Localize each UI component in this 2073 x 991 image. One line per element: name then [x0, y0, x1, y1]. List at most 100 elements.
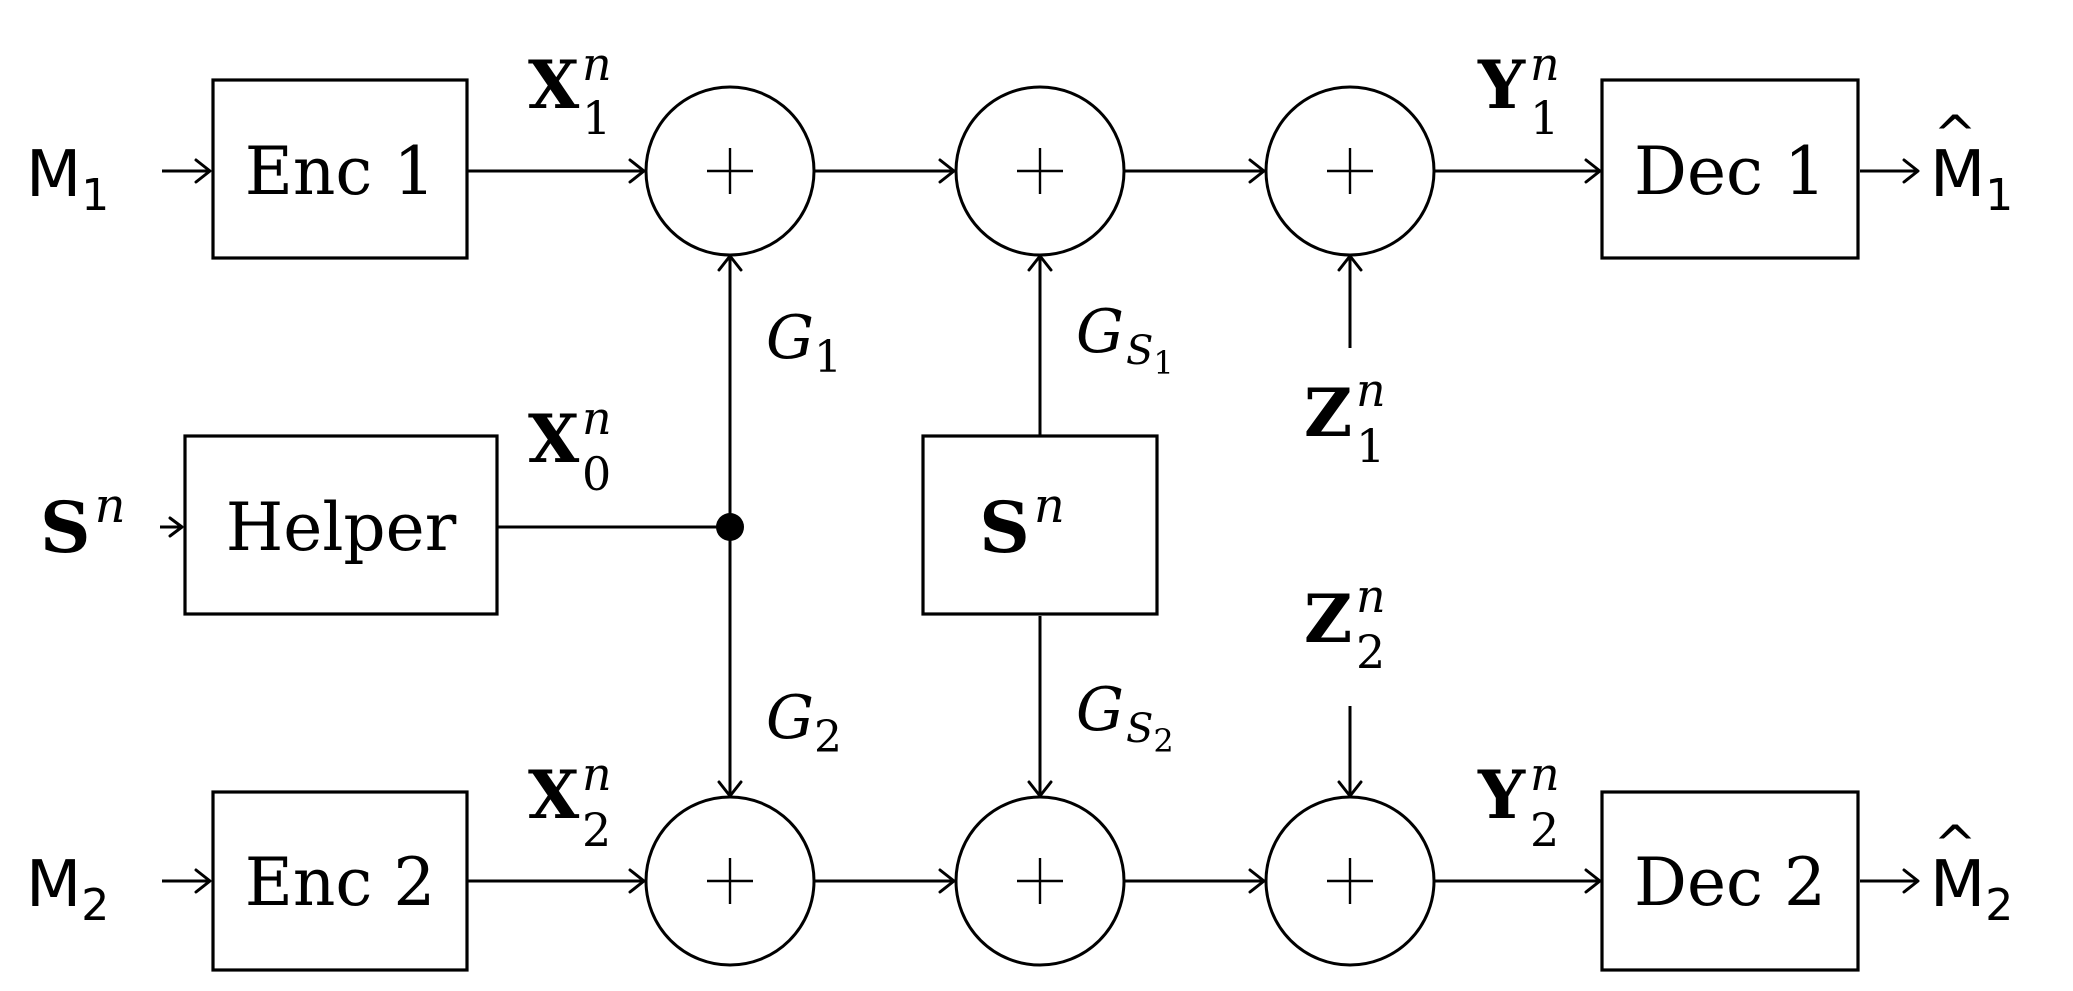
dec2-label: Dec 2 — [1634, 844, 1826, 921]
label-y1: Y — [1477, 46, 1526, 124]
label-m1hat-base: M — [1930, 138, 1985, 212]
label-g2: G2 — [766, 683, 842, 763]
enc2-label: Enc 2 — [245, 844, 436, 921]
label-g2-base: G — [766, 683, 814, 753]
label-z2: Z — [1304, 580, 1352, 658]
label-gs1-sub: S — [1126, 328, 1153, 374]
arrowhead-adder3-dec1 — [1584, 158, 1602, 184]
label-m1hat-hat: ^ — [1933, 105, 1977, 165]
adder-top-2 — [954, 85, 1126, 257]
label-gs2-subsub: 2 — [1153, 722, 1173, 760]
state-label: Sn — [979, 478, 1064, 569]
label-x1: X — [528, 46, 580, 124]
enc1-box — [211, 78, 469, 260]
label-gs2: GS2 — [1076, 675, 1174, 760]
state-label-base: S — [979, 486, 1030, 569]
label-y2-base: Y — [1477, 756, 1526, 834]
enc1-label: Enc 1 — [245, 133, 436, 210]
label-z1-sup: n — [1356, 363, 1386, 417]
adder-bottom-3 — [1264, 795, 1436, 967]
label-y1-sub: 1 — [1530, 91, 1559, 145]
adder-bottom-1 — [644, 795, 816, 967]
dec1-label: Dec 1 — [1634, 133, 1826, 210]
arrowhead-dec1-out — [1902, 158, 1920, 184]
label-gs2-sub: S — [1126, 706, 1153, 752]
adder-top-1 — [644, 85, 816, 257]
label-x2-sub: 2 — [582, 803, 611, 857]
arrowhead-enc1-adder — [628, 158, 646, 184]
label-m2hat-sub: 2 — [1985, 880, 2013, 931]
arrowhead-adder4-adder5 — [938, 868, 956, 894]
label-y1-base: Y — [1477, 46, 1526, 124]
arrowhead-dec2-out — [1902, 868, 1920, 894]
label-y2-sup: n — [1530, 747, 1560, 801]
label-x1-base: X — [528, 46, 580, 124]
arrowhead-enc2-adder — [628, 868, 646, 894]
label-m2hat: M2 — [1930, 848, 2013, 931]
adders — [644, 85, 1436, 967]
state-box — [921, 434, 1159, 616]
label-x0-base: X — [528, 400, 580, 478]
label-x2-base: X — [528, 756, 580, 834]
label-z2-base: Z — [1304, 580, 1352, 658]
block-state: Sn — [921, 434, 1159, 616]
label-m1-sub: 1 — [81, 170, 109, 221]
block-dec2: Dec 2 — [1600, 790, 1860, 972]
adder-top-3 — [1264, 85, 1436, 257]
label-m2-sub: 2 — [81, 880, 109, 931]
label-y1-sup: n — [1530, 37, 1560, 91]
label-z1-sub: 1 — [1356, 419, 1385, 473]
label-x0-sup: n — [582, 391, 612, 445]
label-z2-sup: n — [1356, 569, 1386, 623]
label-g2-sub: 2 — [814, 712, 842, 763]
label-g1: G1 — [766, 303, 842, 383]
arrowhead-m1-enc1 — [194, 158, 212, 184]
junction-dot — [716, 513, 744, 541]
label-x0-sub: 0 — [582, 447, 611, 501]
label-g1-sub: 1 — [814, 332, 842, 383]
label-gs2-base: G — [1076, 675, 1124, 745]
arrowhead-s-helper — [168, 516, 184, 538]
label-m1hat: M1 — [1930, 138, 2013, 221]
label-gs1-subsub: 1 — [1153, 344, 1173, 382]
wires-bottom-row — [162, 868, 1920, 894]
label-x2: X — [528, 756, 580, 834]
dec1-box — [1600, 78, 1860, 260]
helper-box — [183, 434, 499, 616]
arrowhead-adder6-dec2 — [1584, 868, 1602, 894]
label-z1-base: Z — [1304, 374, 1352, 452]
label-x1-sub: 1 — [582, 91, 611, 145]
label-m2hat-hat: ^ — [1933, 815, 1977, 875]
label-gs1-base: G — [1076, 297, 1124, 367]
helper-label: Helper — [226, 489, 457, 566]
label-s-in-base: S — [40, 486, 91, 569]
label-y2: Y — [1477, 756, 1526, 834]
block-enc2: Enc 2 — [211, 790, 469, 972]
label-z2-sub: 2 — [1356, 625, 1385, 679]
label-z1: Z — [1304, 374, 1352, 452]
dec2-box — [1600, 790, 1860, 972]
block-dec1: Dec 1 — [1600, 78, 1860, 260]
label-m1hat-sub: 1 — [1985, 170, 2013, 221]
wires-top-row — [162, 158, 1920, 184]
label-x2-sup: n — [582, 747, 612, 801]
label-s-in: Sn — [40, 478, 125, 569]
label-m1: M1 — [26, 138, 109, 221]
enc2-box — [211, 790, 469, 972]
label-y2-sub: 2 — [1530, 803, 1559, 857]
label-gs1: GS1 — [1076, 297, 1174, 382]
label-m2: M2 — [26, 848, 109, 931]
label-x1-sup: n — [582, 37, 612, 91]
arrowhead-m2-enc2 — [194, 868, 212, 894]
label-x0: X — [528, 400, 580, 478]
block-enc1: Enc 1 — [211, 78, 469, 260]
arrowhead-adder1-adder2 — [938, 158, 956, 184]
label-m1-base: M — [26, 138, 81, 212]
state-label-sup: n — [1034, 478, 1065, 534]
adder-bottom-2 — [954, 795, 1126, 967]
label-m2-base: M — [26, 848, 81, 922]
label-m2hat-base: M — [1930, 848, 1985, 922]
label-g1-base: G — [766, 303, 814, 373]
arrowhead-adder2-adder3 — [1248, 158, 1266, 184]
